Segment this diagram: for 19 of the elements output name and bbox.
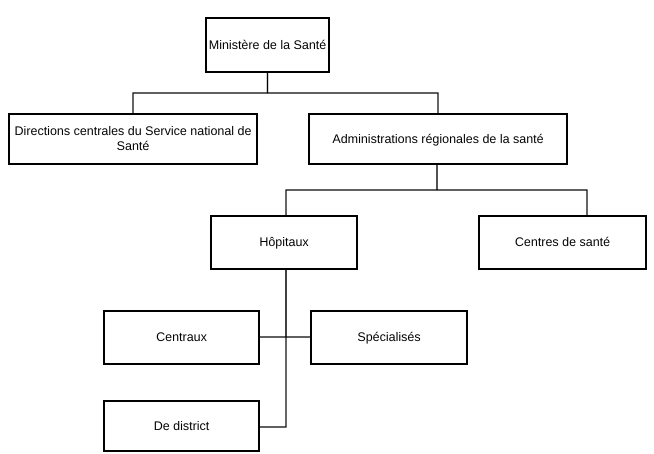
org-box	[8, 113, 258, 165]
box-label: Centres de santé	[514, 235, 610, 250]
connector-line	[260, 270, 287, 428]
org-box	[308, 113, 568, 165]
connector-line	[266, 73, 439, 113]
box-label: Spécialisés	[357, 330, 421, 345]
box-label: Directions centrales du Service national de Santé	[14, 124, 252, 154]
box-label: De district	[154, 418, 210, 434]
box-label: Ministère de la Santé	[208, 38, 326, 52]
org-box	[103, 400, 260, 452]
org-box	[210, 215, 358, 270]
org-box	[478, 215, 647, 270]
org-box	[205, 17, 330, 73]
org-box	[103, 310, 260, 365]
box-label: Centraux	[156, 330, 207, 345]
connector-line	[436, 165, 588, 215]
box-label: Administrations régionales de la santé	[332, 132, 544, 146]
box-label: Hôpitaux	[259, 235, 309, 250]
org-box	[310, 310, 468, 365]
